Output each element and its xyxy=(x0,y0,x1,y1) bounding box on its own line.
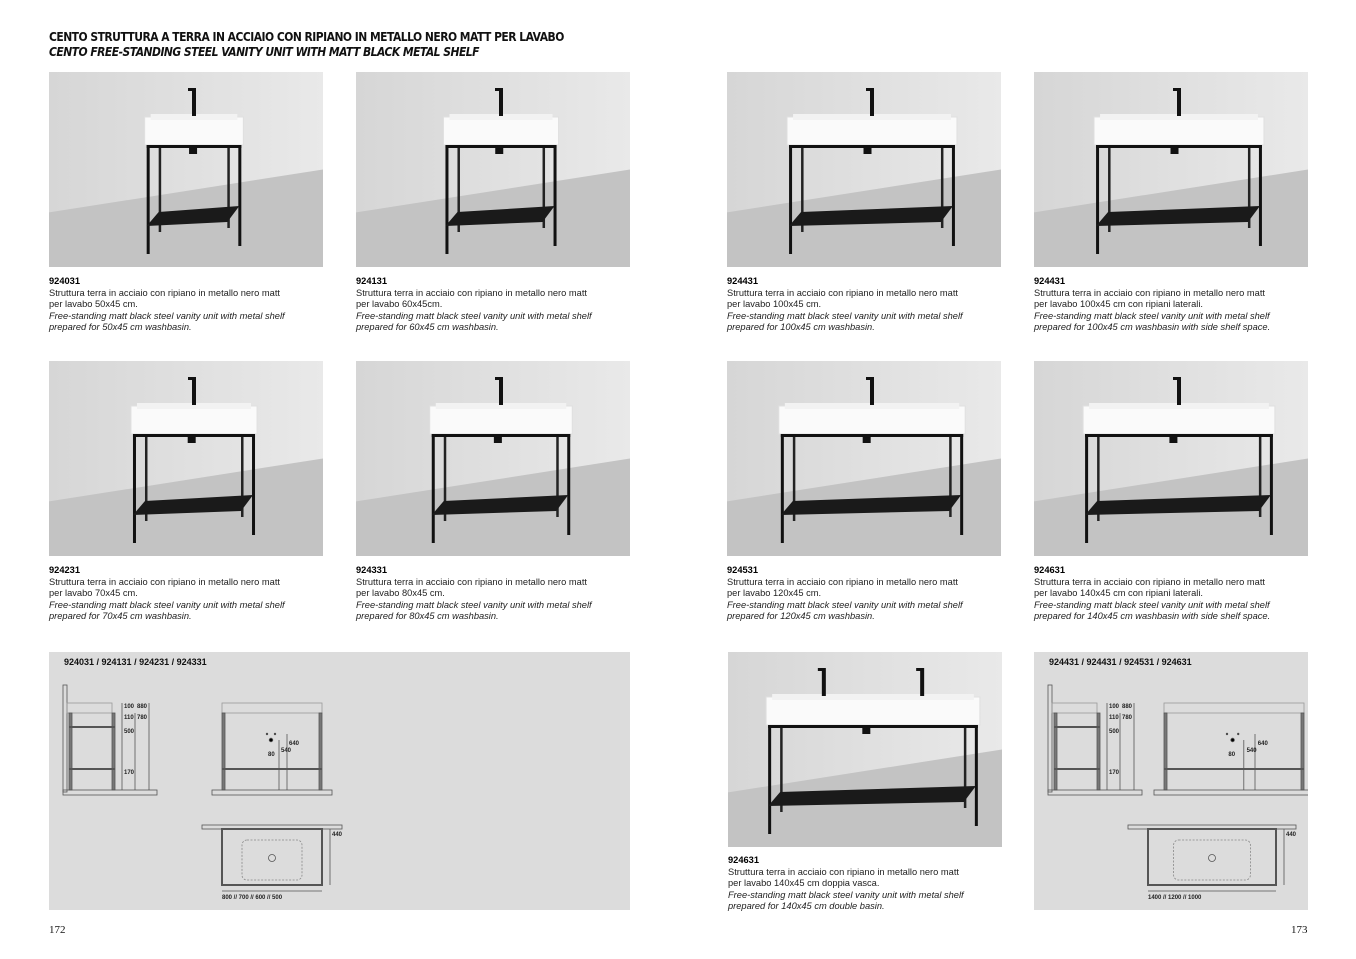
dimension-label: 110 xyxy=(124,715,134,721)
product-caption: 924131 Struttura terra in acciaio con ri… xyxy=(356,276,646,334)
dimension-label: 1400 // 1200 // 1000 xyxy=(1148,895,1202,901)
description-it: Struttura terra in acciaio con ripiano i… xyxy=(49,287,280,298)
description-en: prepared for 140x45 cm double basin. xyxy=(728,901,885,912)
product-caption: 924431 Struttura terra in acciaio con ri… xyxy=(1034,276,1324,334)
product-photo xyxy=(1034,72,1308,267)
product-photo xyxy=(727,72,1001,267)
description-it: per lavabo 140x45 cm con ripiani lateral… xyxy=(1034,588,1203,599)
dimension-label: 880 xyxy=(137,704,148,710)
product-code: 924531 xyxy=(727,565,759,575)
product-caption: 924631 Struttura terra in acciaio con ri… xyxy=(728,855,1018,913)
description-en: Free-standing matt black steel vanity un… xyxy=(728,889,964,900)
description-en: Free-standing matt black steel vanity un… xyxy=(49,310,285,321)
product-code: 924331 xyxy=(356,565,388,575)
description-en: Free-standing matt black steel vanity un… xyxy=(356,599,592,610)
dimension-label: 640 xyxy=(1258,741,1269,747)
title-english: CENTO FREE-STANDING STEEL VANITY UNIT WI… xyxy=(49,44,479,59)
description-en: Free-standing matt black steel vanity un… xyxy=(1034,310,1270,321)
dimension-label: 440 xyxy=(1286,832,1297,838)
dimension-label: 640 xyxy=(289,741,300,747)
product-caption: 924631 Struttura terra in acciaio con ri… xyxy=(1034,565,1324,623)
description-it: Struttura terra in acciaio con ripiano i… xyxy=(728,866,959,877)
product-code: 924131 xyxy=(356,276,388,286)
dimension-label: 80 xyxy=(1228,752,1235,758)
description-en: prepared for 140x45 cm washbasin with si… xyxy=(1034,611,1271,622)
product-photo xyxy=(1034,361,1308,556)
product-code: 924631 xyxy=(1034,565,1066,575)
product-code: 924031 xyxy=(49,276,81,286)
description-en: Free-standing matt black steel vanity un… xyxy=(1034,599,1270,610)
dimension-label: 80 xyxy=(268,752,275,758)
dimension-label: 540 xyxy=(281,748,292,754)
dimension-label: 780 xyxy=(1122,715,1133,721)
description-it: per lavabo 100x45 cm. xyxy=(727,299,822,310)
description-it: Struttura terra in acciaio con ripiano i… xyxy=(356,287,587,298)
product-photo xyxy=(49,361,323,556)
dimension-label: 500 xyxy=(124,729,135,735)
description-en: prepared for 100x45 cm washbasin. xyxy=(727,322,875,333)
dimension-label: 540 xyxy=(1247,748,1258,754)
product-code: 924631 xyxy=(728,855,760,865)
page-number-right: 173 xyxy=(1291,924,1308,936)
description-it: per lavabo 50x45 cm. xyxy=(49,299,138,310)
page-number-left: 172 xyxy=(49,924,66,936)
product-caption: 924531 Struttura terra in acciaio con ri… xyxy=(727,565,1017,623)
description-en: prepared for 70x45 cm washbasin. xyxy=(49,611,192,622)
description-it: per lavabo 120x45 cm. xyxy=(727,588,822,599)
description-it: Struttura terra in acciaio con ripiano i… xyxy=(727,287,958,298)
description-en: prepared for 50x45 cm washbasin. xyxy=(49,322,192,333)
dimension-label: 440 xyxy=(332,832,343,838)
description-en: Free-standing matt black steel vanity un… xyxy=(727,310,963,321)
description-it: Struttura terra in acciaio con ripiano i… xyxy=(1034,576,1265,587)
description-it: per lavabo 80x45 cm. xyxy=(356,588,445,599)
product-photo xyxy=(727,361,1001,556)
dimension-label: 500 xyxy=(1109,729,1120,735)
product-caption: 924431 Struttura terra in acciaio con ri… xyxy=(727,276,1017,334)
product-caption: 924031 Struttura terra in acciaio con ri… xyxy=(49,276,339,334)
product-photo xyxy=(728,652,1002,847)
dimension-label: 800 // 700 // 600 // 500 xyxy=(222,895,283,901)
description-it: per lavabo 60x45cm. xyxy=(356,299,443,310)
dimension-label: 100 xyxy=(124,704,135,710)
product-photo xyxy=(356,72,630,267)
description-it: per lavabo 70x45 cm. xyxy=(49,588,138,599)
product-caption: 924231 Struttura terra in acciaio con ri… xyxy=(49,565,339,623)
dimension-label: 110 xyxy=(1109,715,1119,721)
description-en: Free-standing matt black steel vanity un… xyxy=(727,599,963,610)
description-en: prepared for 80x45 cm washbasin. xyxy=(356,611,499,622)
description-en: prepared for 60x45 cm washbasin. xyxy=(356,322,499,333)
dimension-label: 100 xyxy=(1109,704,1120,710)
diagram-title: 924431 / 924431 / 924531 / 924631 xyxy=(1049,657,1192,667)
product-code: 924231 xyxy=(49,565,81,575)
description-it: Struttura terra in acciaio con ripiano i… xyxy=(49,576,280,587)
product-caption: 924331 Struttura terra in acciaio con ri… xyxy=(356,565,646,623)
description-it: Struttura terra in acciaio con ripiano i… xyxy=(356,576,587,587)
description-en: prepared for 100x45 cm washbasin with si… xyxy=(1034,322,1271,333)
description-en: Free-standing matt black steel vanity un… xyxy=(49,599,285,610)
dimension-label: 780 xyxy=(137,715,148,721)
description-it: per lavabo 100x45 cm con ripiani lateral… xyxy=(1034,299,1203,310)
title-italian: CENTO STRUTTURA A TERRA IN ACCIAIO CON R… xyxy=(49,29,564,44)
dimension-label: 880 xyxy=(1122,704,1133,710)
product-photo xyxy=(49,72,323,267)
description-it: Struttura terra in acciaio con ripiano i… xyxy=(1034,287,1265,298)
diagram-title: 924031 / 924131 / 924231 / 924331 xyxy=(64,657,207,667)
description-en: Free-standing matt black steel vanity un… xyxy=(356,310,592,321)
description-it: per lavabo 140x45 cm doppia vasca. xyxy=(728,878,880,889)
description-en: prepared for 120x45 cm washbasin. xyxy=(727,611,875,622)
dimension-label: 170 xyxy=(1109,770,1120,776)
dimension-label: 170 xyxy=(124,770,135,776)
description-it: Struttura terra in acciaio con ripiano i… xyxy=(727,576,958,587)
product-code: 924431 xyxy=(1034,276,1066,286)
product-photo xyxy=(356,361,630,556)
product-code: 924431 xyxy=(727,276,759,286)
page-title: CENTO STRUTTURA A TERRA IN ACCIAIO CON R… xyxy=(49,29,564,59)
